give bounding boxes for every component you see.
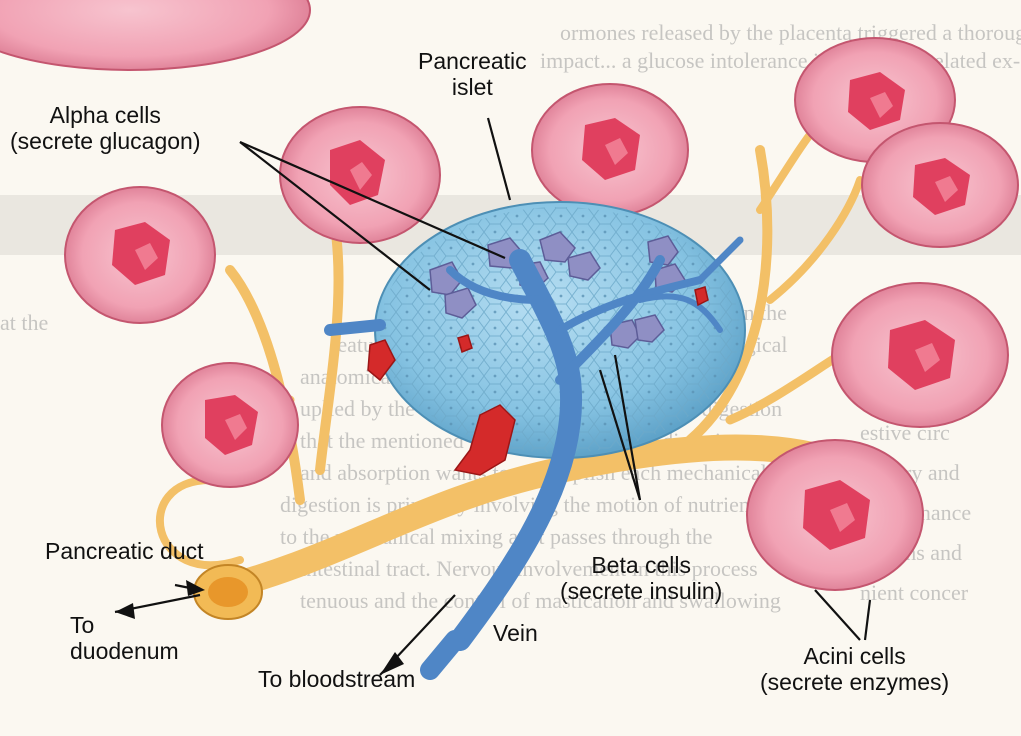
svg-text:at the: at the xyxy=(0,310,48,335)
to-bloodstream-label: To bloodstream xyxy=(258,666,415,692)
acinus xyxy=(747,440,923,590)
svg-text:impact... a glucose intoleranc: impact... a glucose intolerance is an in… xyxy=(540,48,1020,73)
vein-label: Vein xyxy=(493,620,538,646)
pancreatic-islet-label: Pancreatic islet xyxy=(418,48,527,100)
pancreatic-islet-label-line1: Pancreatic xyxy=(418,48,527,74)
beta-cells-label-line2: (secrete insulin) xyxy=(560,578,722,604)
svg-text:ormones released by the placen: ormones released by the placenta trigger… xyxy=(560,20,1021,45)
acinus-partial-top xyxy=(0,0,310,70)
pancreatic-duct-label: Pancreatic duct xyxy=(45,538,204,564)
acini-cells-label-line1: Acini cells xyxy=(760,643,949,669)
alpha-cells-label: Alpha cells (secrete glucagon) xyxy=(10,102,201,154)
acini-cells-label-line2: (secrete enzymes) xyxy=(760,669,949,695)
beta-cells-label-line1: Beta cells xyxy=(560,552,722,578)
to-duodenum-label-line2: duodenum xyxy=(70,638,179,664)
acinus xyxy=(162,363,298,487)
acinus xyxy=(532,84,688,216)
pancreatic-islet-label-line2: islet xyxy=(418,74,527,100)
alpha-cells-label-line2: (secrete glucagon) xyxy=(10,128,201,154)
pancreatic-duct-opening xyxy=(194,565,262,619)
acinus xyxy=(862,123,1018,247)
beta-cells-label: Beta cells (secrete insulin) xyxy=(560,552,722,604)
to-duodenum-label: To duodenum xyxy=(70,612,179,664)
to-duodenum-label-line1: To xyxy=(70,612,179,638)
acinus xyxy=(65,187,215,323)
acinus xyxy=(280,107,440,243)
acinus xyxy=(832,283,1008,427)
acini-cells-label: Acini cells (secrete enzymes) xyxy=(760,643,949,695)
svg-text:digestion is primarily involvi: digestion is primarily involving the mot… xyxy=(280,492,765,517)
alpha-cells-label-line1: Alpha cells xyxy=(10,102,201,128)
svg-text:nient concer: nient concer xyxy=(860,580,969,605)
